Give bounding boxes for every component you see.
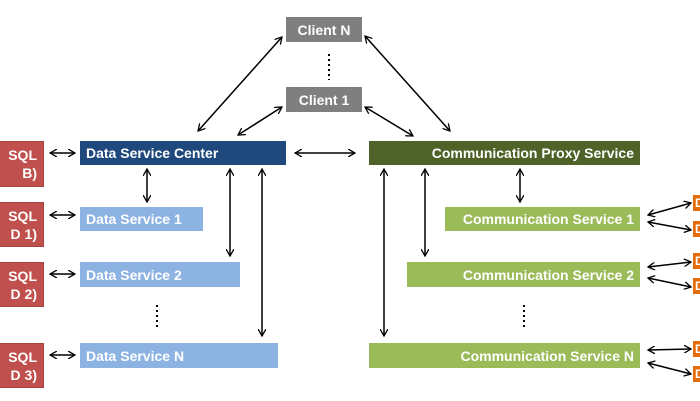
db-label: D 1) [10,225,37,242]
external-box: D [693,195,700,211]
client-n-box: Client N [286,17,362,42]
data-service-2-box: Data Service 2 [80,262,240,287]
external-box: D [693,221,700,237]
db-label: D 3) [10,366,37,383]
client-n-label: Client N [297,21,351,38]
data-service-1-box: Data Service 1 [80,207,203,231]
external-box: D [693,366,700,382]
external-label: D [695,279,700,293]
db-label: SQL [8,267,37,284]
database-box: SQL B) [0,141,44,187]
arrow-cs2-ext2 [648,278,691,287]
arrow-csn-ext2 [648,363,691,374]
arrow-cps-client1 [365,107,413,136]
arrow-cps-clientn [365,36,450,131]
external-label: D [695,342,700,356]
external-label: D [695,222,700,236]
external-box: D [693,278,700,294]
external-label: D [695,254,700,268]
data-service-label: Data Service 1 [86,211,182,227]
communication-service-label: Communication Service 2 [462,266,634,283]
communication-proxy-label: Communication Proxy Service [431,145,634,161]
data-service-center-box: Data Service Center [80,141,286,165]
communication-service-label: Communication Service N [460,347,635,364]
db-label: B) [22,165,37,181]
data-service-center-label: Data Service Center [86,145,219,161]
communication-service-label: Communication Service 1 [462,211,634,227]
arrow-cs2-ext1 [648,262,691,267]
communication-service-n-box: Communication Service N [369,343,640,368]
communication-service-1-box: Communication Service 1 [445,207,640,231]
arrow-dsc-clientn [198,37,282,131]
client-1-box: Client 1 [286,87,362,112]
external-label: D [695,367,700,381]
data-service-n-box: Data Service N [80,343,278,368]
db-label: SQL [8,348,37,365]
client-1-label: Client 1 [298,91,350,108]
db-label: SQL [8,147,37,163]
data-service-label: Data Service 2 [86,266,182,283]
external-box: D [693,341,700,357]
communication-service-2-box: Communication Service 2 [407,262,640,287]
arrow-cs1-ext1 [648,203,691,215]
communication-proxy-box: Communication Proxy Service [369,141,640,165]
arrow-dsc-client1 [238,107,282,135]
data-service-label: Data Service N [86,347,185,364]
external-box: D [693,253,700,269]
db-label: D 2) [10,285,37,302]
arrow-cs1-ext2 [648,222,691,230]
arrow-csn-ext1 [648,349,691,350]
external-label: D [695,196,700,210]
db-label: SQL [8,207,37,224]
